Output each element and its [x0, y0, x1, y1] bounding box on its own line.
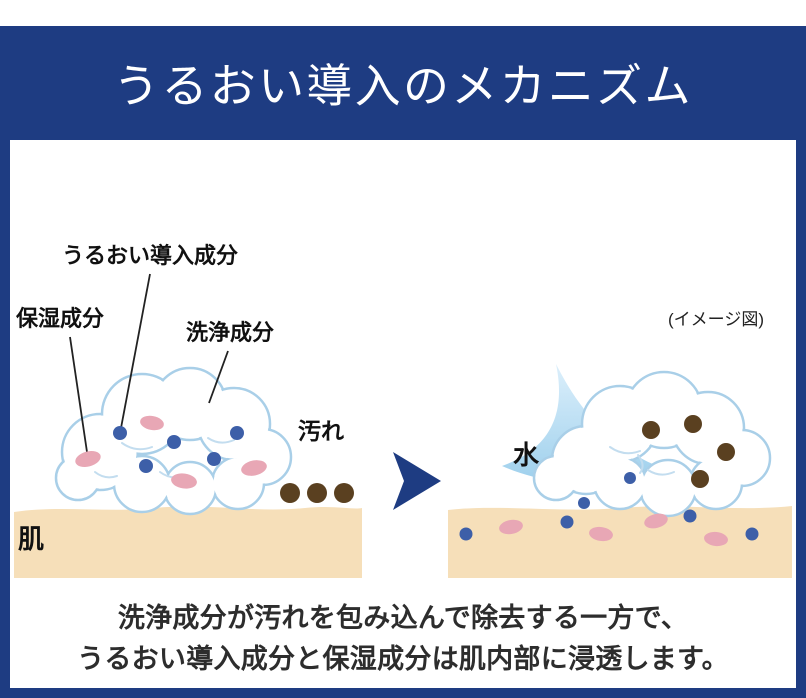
dirt-dot: [717, 443, 735, 461]
caption-line-2: うるおい導入成分と保湿成分は肌内部に浸透します。: [77, 644, 729, 674]
moisture-dots-before: [113, 426, 244, 473]
dirt-dot: [642, 421, 660, 439]
arrow-right-icon: [393, 452, 441, 510]
dirt-dot: [307, 483, 327, 503]
label-dirt: 汚れ: [298, 418, 344, 444]
dirt-dot: [280, 483, 300, 503]
moisture-dot: [745, 527, 759, 541]
moisture-dot: [230, 426, 244, 440]
penetrating-particles: [459, 509, 759, 547]
moisturizer-oval: [499, 519, 523, 535]
pointer-cleansing: [208, 350, 229, 404]
dirt-dot: [691, 470, 709, 488]
label-moisture-delivery: うるおい導入成分: [62, 243, 239, 268]
moisture-dot: [624, 472, 636, 484]
skin-surface-right: [448, 506, 792, 578]
right-frame-border: [796, 26, 806, 698]
dirt-dot: [684, 415, 702, 433]
moisture-dot: [578, 497, 590, 509]
moisture-dot: [683, 509, 697, 523]
caption-line-1: 洗浄成分が汚れを包み込んで除去する一方で、: [117, 603, 689, 633]
dirt-dots: [280, 483, 354, 503]
dirt-dot: [334, 483, 354, 503]
moisture-dot: [207, 452, 221, 466]
label-pointer-lines: [69, 273, 229, 453]
top-margin: [0, 0, 806, 26]
moisturizer-oval: [589, 526, 613, 542]
label-cleansing: 洗浄成分: [186, 320, 275, 345]
note-image-diagram: (イメージ図): [668, 310, 764, 329]
moisture-dot: [560, 515, 574, 529]
moisture-dot: [459, 527, 473, 541]
pointer-moisturizing: [69, 336, 88, 453]
moisturizer-oval: [140, 415, 164, 431]
label-moisturizing: 保湿成分: [16, 306, 105, 331]
moisturizer-oval: [704, 531, 728, 547]
captured-dirt-dots: [642, 415, 735, 488]
label-water: 水: [513, 440, 540, 470]
moisture-dot: [113, 426, 127, 440]
page-title: うるおい導入のメカニズム: [113, 61, 693, 112]
bottom-frame-border: [0, 688, 806, 698]
caption: 洗浄成分が汚れを包み込んで除去する一方で、 うるおい導入成分と保湿成分は肌内部に…: [30, 598, 776, 680]
header-band: うるおい導入のメカニズム: [0, 26, 806, 140]
label-skin: 肌: [18, 524, 45, 554]
pointer-moisture-delivery: [120, 273, 151, 429]
moisturizer-oval: [644, 513, 668, 529]
moisturizer-oval: [171, 473, 197, 489]
moisture-dot: [167, 435, 181, 449]
skin-surface-left: [14, 506, 362, 578]
moisturizer-oval: [75, 451, 101, 467]
moisturizer-ovals-before: [75, 415, 267, 489]
moisture-dots-in-cloud-after: [578, 472, 636, 509]
left-frame-border: [0, 26, 10, 698]
moisture-dot: [139, 459, 153, 473]
moisturizer-oval: [241, 460, 267, 476]
